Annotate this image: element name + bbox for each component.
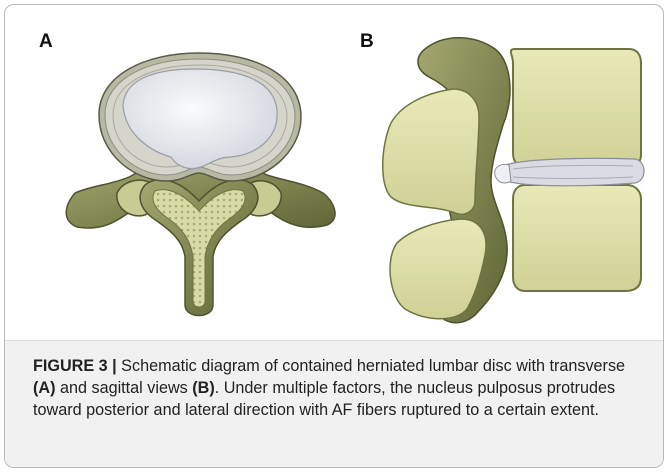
intervertebral-disc [501,158,644,186]
caption-ref-a: (A) [33,379,55,397]
upper-vertebral-body [511,49,641,167]
figure-number: FIGURE 3 | [33,357,117,375]
caption-ref-b: (B) [192,379,214,397]
caption-text-1: Schematic diagram of contained herniated… [117,357,625,375]
transverse-view-vertebra [66,53,335,316]
herniated-nucleus-bulge [495,164,511,183]
figure-illustration [5,5,663,340]
figure-frame: A B [4,4,664,468]
sagittal-view-spine [383,38,644,323]
figure-caption: FIGURE 3 | Schematic diagram of containe… [5,340,663,468]
caption-text-2: and sagittal views [55,379,192,397]
lower-vertebral-body [513,185,641,291]
upper-lamina [383,89,479,214]
